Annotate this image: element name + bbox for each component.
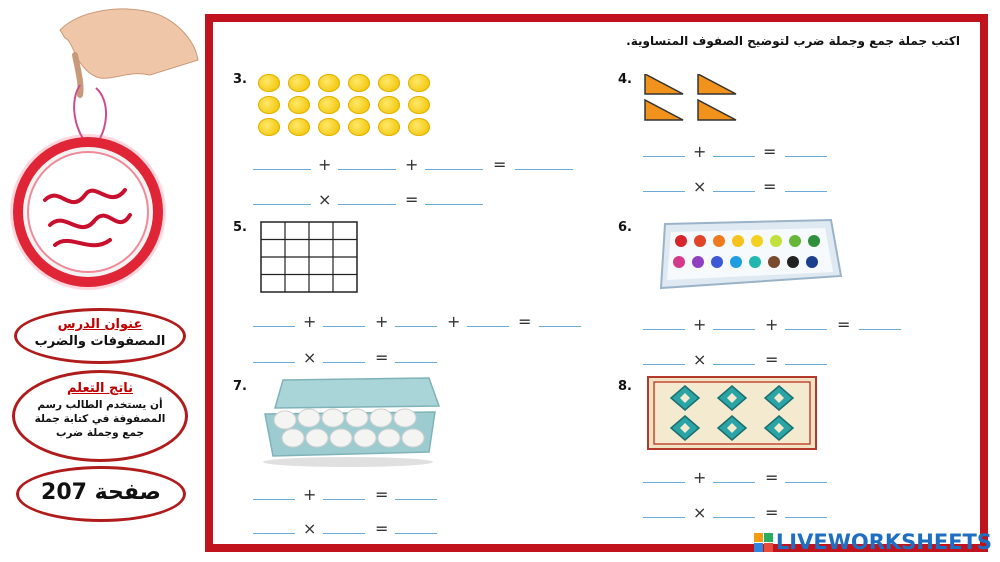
answer-blank[interactable] bbox=[323, 326, 365, 327]
answer-blank[interactable] bbox=[253, 169, 311, 170]
equals-sign: = bbox=[518, 312, 532, 331]
answer-blank[interactable] bbox=[859, 329, 901, 330]
answer-blank[interactable] bbox=[253, 362, 295, 363]
learning-outcome-oval: ناتج التعلم أن يستخدم الطالب رسم المصفوف… bbox=[12, 370, 188, 462]
answer-blank[interactable] bbox=[785, 364, 827, 365]
brand-name: LIVEWORKSHEETS bbox=[775, 530, 992, 554]
answer-blank[interactable] bbox=[395, 499, 437, 500]
equals-sign: = bbox=[765, 350, 779, 369]
plus-sign: + bbox=[693, 468, 707, 487]
problem-number-8: 8. bbox=[618, 379, 632, 394]
plus-sign: + bbox=[375, 312, 389, 331]
paint-palette bbox=[653, 218, 843, 302]
answer-blank[interactable] bbox=[785, 191, 827, 192]
problem-number-3: 3. bbox=[233, 72, 247, 87]
instruction: اكتب جملة جمع وجملة ضرب لتوضيح الصفوف ال… bbox=[626, 34, 960, 48]
answer-blank[interactable] bbox=[785, 517, 827, 518]
plus-sign: + bbox=[765, 315, 779, 334]
grid-array bbox=[260, 221, 358, 297]
equals-sign: = bbox=[765, 503, 779, 522]
problem-number-4: 4. bbox=[618, 72, 632, 87]
equals-sign: = bbox=[837, 315, 851, 334]
answer-blank[interactable] bbox=[643, 364, 685, 365]
answer-blank[interactable] bbox=[713, 156, 755, 157]
outcome-text: أن يستخدم الطالب رسم المصفوفة في كتابة ج… bbox=[34, 399, 166, 439]
answer-blank[interactable] bbox=[253, 499, 295, 500]
problem-number-7: 7. bbox=[233, 379, 247, 394]
problem-number-6: 6. bbox=[618, 220, 632, 235]
times-sign: × bbox=[303, 348, 317, 367]
answer-blank[interactable] bbox=[785, 329, 827, 330]
answer-blank[interactable] bbox=[323, 362, 365, 363]
times-sign: × bbox=[693, 177, 707, 196]
triangles-array bbox=[643, 72, 753, 128]
plus-sign: + bbox=[318, 155, 332, 174]
plus-sign: + bbox=[405, 155, 419, 174]
answer-blank[interactable] bbox=[323, 499, 365, 500]
equals-sign: = bbox=[375, 519, 389, 538]
answer-blank[interactable] bbox=[395, 362, 437, 363]
answer-blank[interactable] bbox=[467, 326, 509, 327]
answer-blank[interactable] bbox=[539, 326, 581, 327]
page-number-oval: صفحة 207 bbox=[16, 466, 186, 522]
plus-sign: + bbox=[303, 485, 317, 504]
times-sign: × bbox=[303, 519, 317, 538]
answer-blank[interactable] bbox=[515, 169, 573, 170]
plus-sign: + bbox=[693, 315, 707, 334]
ornament-graphic bbox=[0, 0, 200, 290]
coins-array bbox=[258, 74, 448, 140]
answer-blank[interactable] bbox=[425, 169, 483, 170]
worksheet: اكتب جملة جمع وجملة ضرب لتوضيح الصفوف ال… bbox=[205, 14, 988, 552]
times-sign: × bbox=[318, 190, 332, 209]
answer-blank[interactable] bbox=[395, 533, 437, 534]
answer-blank[interactable] bbox=[425, 204, 483, 205]
equals-sign: = bbox=[765, 468, 779, 487]
plus-sign: + bbox=[447, 312, 461, 331]
answer-blank[interactable] bbox=[785, 156, 827, 157]
answer-blank[interactable] bbox=[713, 329, 755, 330]
times-sign: × bbox=[693, 350, 707, 369]
answer-blank[interactable] bbox=[338, 204, 396, 205]
answer-blank[interactable] bbox=[338, 169, 396, 170]
liveworksheets-logo[interactable]: LIVEWORKSHEETS bbox=[753, 528, 992, 556]
lesson-name: المصفوفات والضرب bbox=[34, 334, 166, 349]
lesson-title-oval: عنوان الدرس المصفوفات والضرب bbox=[14, 308, 186, 364]
answer-blank[interactable] bbox=[713, 191, 755, 192]
egg-carton bbox=[253, 376, 443, 472]
equals-sign: = bbox=[763, 142, 777, 161]
equals-sign: = bbox=[375, 348, 389, 367]
answer-blank[interactable] bbox=[253, 533, 295, 534]
answer-blank[interactable] bbox=[643, 156, 685, 157]
answer-blank[interactable] bbox=[643, 517, 685, 518]
logo-icon bbox=[753, 532, 773, 552]
page-number: صفحة 207 bbox=[41, 480, 161, 505]
times-sign: × bbox=[693, 503, 707, 522]
answer-blank[interactable] bbox=[713, 517, 755, 518]
answer-blank[interactable] bbox=[253, 204, 311, 205]
lesson-title-label: عنوان الدرس bbox=[57, 317, 143, 332]
answer-blank[interactable] bbox=[395, 326, 437, 327]
equals-sign: = bbox=[375, 485, 389, 504]
answer-blank[interactable] bbox=[643, 482, 685, 483]
answer-blank[interactable] bbox=[253, 326, 295, 327]
outcome-title-label: ناتج التعلم bbox=[66, 381, 134, 396]
answer-blank[interactable] bbox=[713, 482, 755, 483]
answer-blank[interactable] bbox=[643, 329, 685, 330]
equals-sign: = bbox=[493, 155, 507, 174]
rug-pattern bbox=[647, 376, 817, 454]
answer-blank[interactable] bbox=[785, 482, 827, 483]
plus-sign: + bbox=[693, 142, 707, 161]
equals-sign: = bbox=[405, 190, 419, 209]
plus-sign: + bbox=[303, 312, 317, 331]
answer-blank[interactable] bbox=[323, 533, 365, 534]
answer-blank[interactable] bbox=[713, 364, 755, 365]
equals-sign: = bbox=[763, 177, 777, 196]
answer-blank[interactable] bbox=[643, 191, 685, 192]
problem-number-5: 5. bbox=[233, 220, 247, 235]
